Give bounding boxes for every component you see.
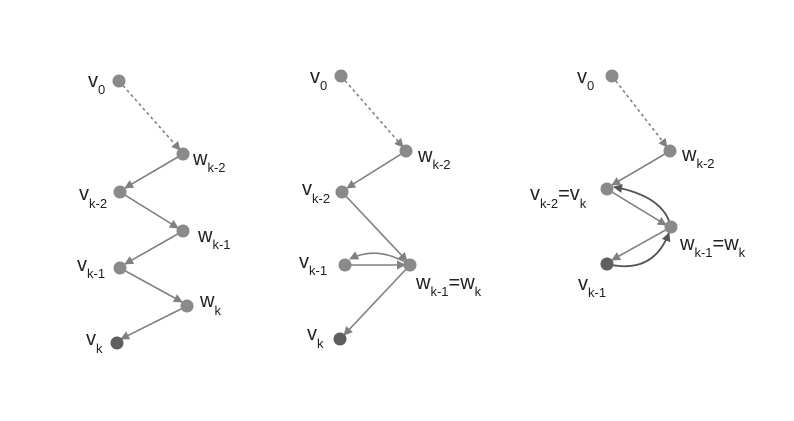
node-vk1 (113, 261, 127, 275)
label-vk2-eq-vk: vk-2=vk (530, 183, 587, 211)
panel-3: v0 wk-2 vk-2=vk wk-1=wk vk-1 (530, 66, 746, 300)
label-vk1: vk-1 (77, 254, 105, 281)
label-wk1-eq-wk: wk-1=wk (415, 272, 482, 299)
node-vk2 (113, 185, 127, 199)
node-wk1 (403, 258, 417, 272)
node-v0 (334, 69, 348, 83)
edge-wk1-vk2-curved (613, 184, 672, 228)
panel-2: v0 wk-2 vk-2 vk-1 wk-1=wk vk (299, 66, 482, 351)
node-v0 (605, 69, 619, 83)
node-wk (180, 299, 194, 313)
edge-wk1-vk (343, 264, 411, 336)
edge-vk2-wk1 (606, 188, 667, 226)
node-wk1-eq-wk (664, 220, 678, 234)
node-wk2 (176, 147, 190, 161)
edge-wk1-vk1 (611, 226, 672, 261)
label-wk1-eq-wk: wk-1=wk (679, 233, 746, 260)
panel-1: v0 wk-2 vk-2 wk-1 vk-1 wk vk (77, 70, 231, 356)
node-wk2 (663, 144, 677, 158)
label-wk1: wk-1 (197, 225, 231, 252)
edge-wk1-vk1 (124, 230, 184, 265)
label-vk: vk (307, 323, 324, 351)
label-wk2: wk-2 (417, 145, 451, 172)
node-vk2-eq-vk (600, 182, 614, 196)
edge-v0-wk2-dashed (340, 75, 404, 148)
edge-v0-wk2-dashed (118, 80, 181, 151)
label-v0: v0 (88, 70, 105, 97)
edge-vk2-wk1 (119, 191, 179, 229)
label-v0: v0 (577, 66, 594, 93)
node-vk1 (338, 258, 352, 272)
node-vk1 (600, 257, 614, 271)
label-vk: vk (86, 328, 103, 356)
node-wk1 (176, 224, 190, 238)
label-v0: v0 (310, 66, 327, 93)
label-vk1: vk-1 (299, 251, 327, 278)
label-wk2: wk-2 (192, 148, 226, 175)
edge-wk1-vk1-curved (349, 251, 411, 266)
edge-vk2-wk1 (341, 191, 408, 262)
edge-wk2-vk2 (124, 153, 184, 189)
node-v0 (112, 74, 126, 88)
node-vk2 (335, 185, 349, 199)
edge-vk1-wk (119, 267, 183, 303)
edge-wk2-vk2 (611, 150, 671, 186)
label-wk: wk (199, 290, 221, 318)
node-vk (110, 336, 124, 350)
node-wk2 (399, 144, 413, 158)
label-vk1: vk-1 (578, 273, 606, 300)
edge-vk1-wk1-curved (606, 232, 671, 268)
node-vk (333, 332, 347, 346)
edge-wk2-vk2 (346, 150, 407, 189)
label-wk2: wk-2 (681, 144, 715, 171)
edge-wk-vk (120, 305, 188, 340)
edge-v0-wk2-dashed (611, 75, 668, 148)
label-vk2: vk-2 (79, 183, 107, 211)
label-vk2: vk-2 (302, 178, 330, 206)
